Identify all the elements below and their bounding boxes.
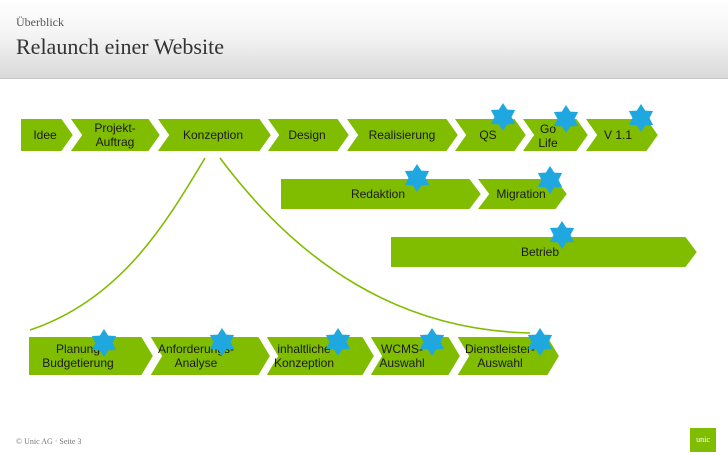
step-redaktion-label: Redaktion	[351, 187, 405, 201]
star-icon	[325, 328, 351, 356]
slide-kicker: Überblick	[16, 15, 64, 29]
star-icon	[549, 221, 575, 249]
concept-row: PlanungBudgetierungAnforderungs-Analysei…	[27, 328, 562, 377]
chevron-anforderungs-analyse	[147, 335, 273, 377]
step-anforderungs-analyse-label-2: Analyse	[175, 356, 218, 370]
star-icon	[91, 329, 117, 357]
step-v-1-1-label: V 1.1	[604, 128, 632, 142]
chevron-realisierung	[343, 117, 461, 153]
chevron-konzeption	[154, 117, 274, 153]
company-logo: unic	[690, 428, 716, 452]
step-projekt-auftrag-label-1: Projekt-	[94, 121, 135, 135]
star-icon	[490, 103, 516, 131]
star-icon	[553, 105, 579, 133]
step-design-label: Design	[288, 128, 325, 142]
chevron-idee	[19, 117, 76, 153]
step-planung-budgetierung-label-1: Planung	[56, 342, 100, 356]
chevron-betrieb	[389, 235, 700, 269]
star-icon	[628, 104, 654, 132]
connector-left	[29, 157, 206, 331]
step-projekt-auftrag-label-2: Auftrag	[96, 135, 135, 149]
slide-header: Überblick Relaunch einer Website	[0, 0, 728, 79]
step-realisierung-label: Realisierung	[369, 128, 436, 142]
star-icon	[537, 166, 563, 194]
step-konzeption-label: Konzeption	[183, 128, 243, 142]
connector-lines	[29, 157, 531, 334]
step-dienstleister-auswahl-label-2: Auswahl	[477, 356, 522, 370]
main-process-row: Idee Projekt-Auftrag Konzeption Design Reali…	[19, 103, 661, 153]
footer-copyright: © Unic AG · Seite 3	[16, 437, 82, 446]
step-wcms-auswahl-label-2: Auswahl	[379, 356, 424, 370]
step-inhaltliche-konzeption-label-2: Konzeption	[274, 356, 334, 370]
step-planung-budgetierung-label-2: Budgetierung	[42, 356, 113, 370]
step-dienstleister-auswahl-label-1: Dienstleister-	[465, 342, 535, 356]
step-betrieb-label: Betrieb	[521, 245, 559, 259]
step-migration-label: Migration	[496, 187, 545, 201]
chevron-qs	[451, 117, 529, 153]
star-icon	[419, 328, 445, 356]
chevron-design	[264, 117, 352, 153]
slide-title: Relaunch einer Website	[16, 34, 224, 59]
chevron-go-life	[519, 117, 591, 153]
step-qs-label: QS	[479, 128, 496, 142]
star-icon	[404, 164, 430, 192]
step-idee-label: Idee	[33, 128, 57, 142]
step-go-life-label-1: Go	[540, 122, 556, 136]
chevron-projekt-auftrag	[67, 117, 163, 153]
content-row: Redaktion Migration	[279, 164, 570, 211]
step-go-life-label-2: Life	[538, 136, 558, 150]
chevron-redaktion	[279, 177, 484, 211]
chevron-planung-budgetierung	[27, 335, 156, 377]
operations-row: Betrieb	[389, 221, 700, 269]
star-icon	[209, 328, 235, 356]
step-wcms-auswahl-label-1: WCMS-	[381, 342, 423, 356]
connector-right	[219, 157, 531, 334]
step-inhaltliche-konzeption-label-1: inhaltliche	[277, 342, 331, 356]
star-icon	[527, 328, 553, 356]
